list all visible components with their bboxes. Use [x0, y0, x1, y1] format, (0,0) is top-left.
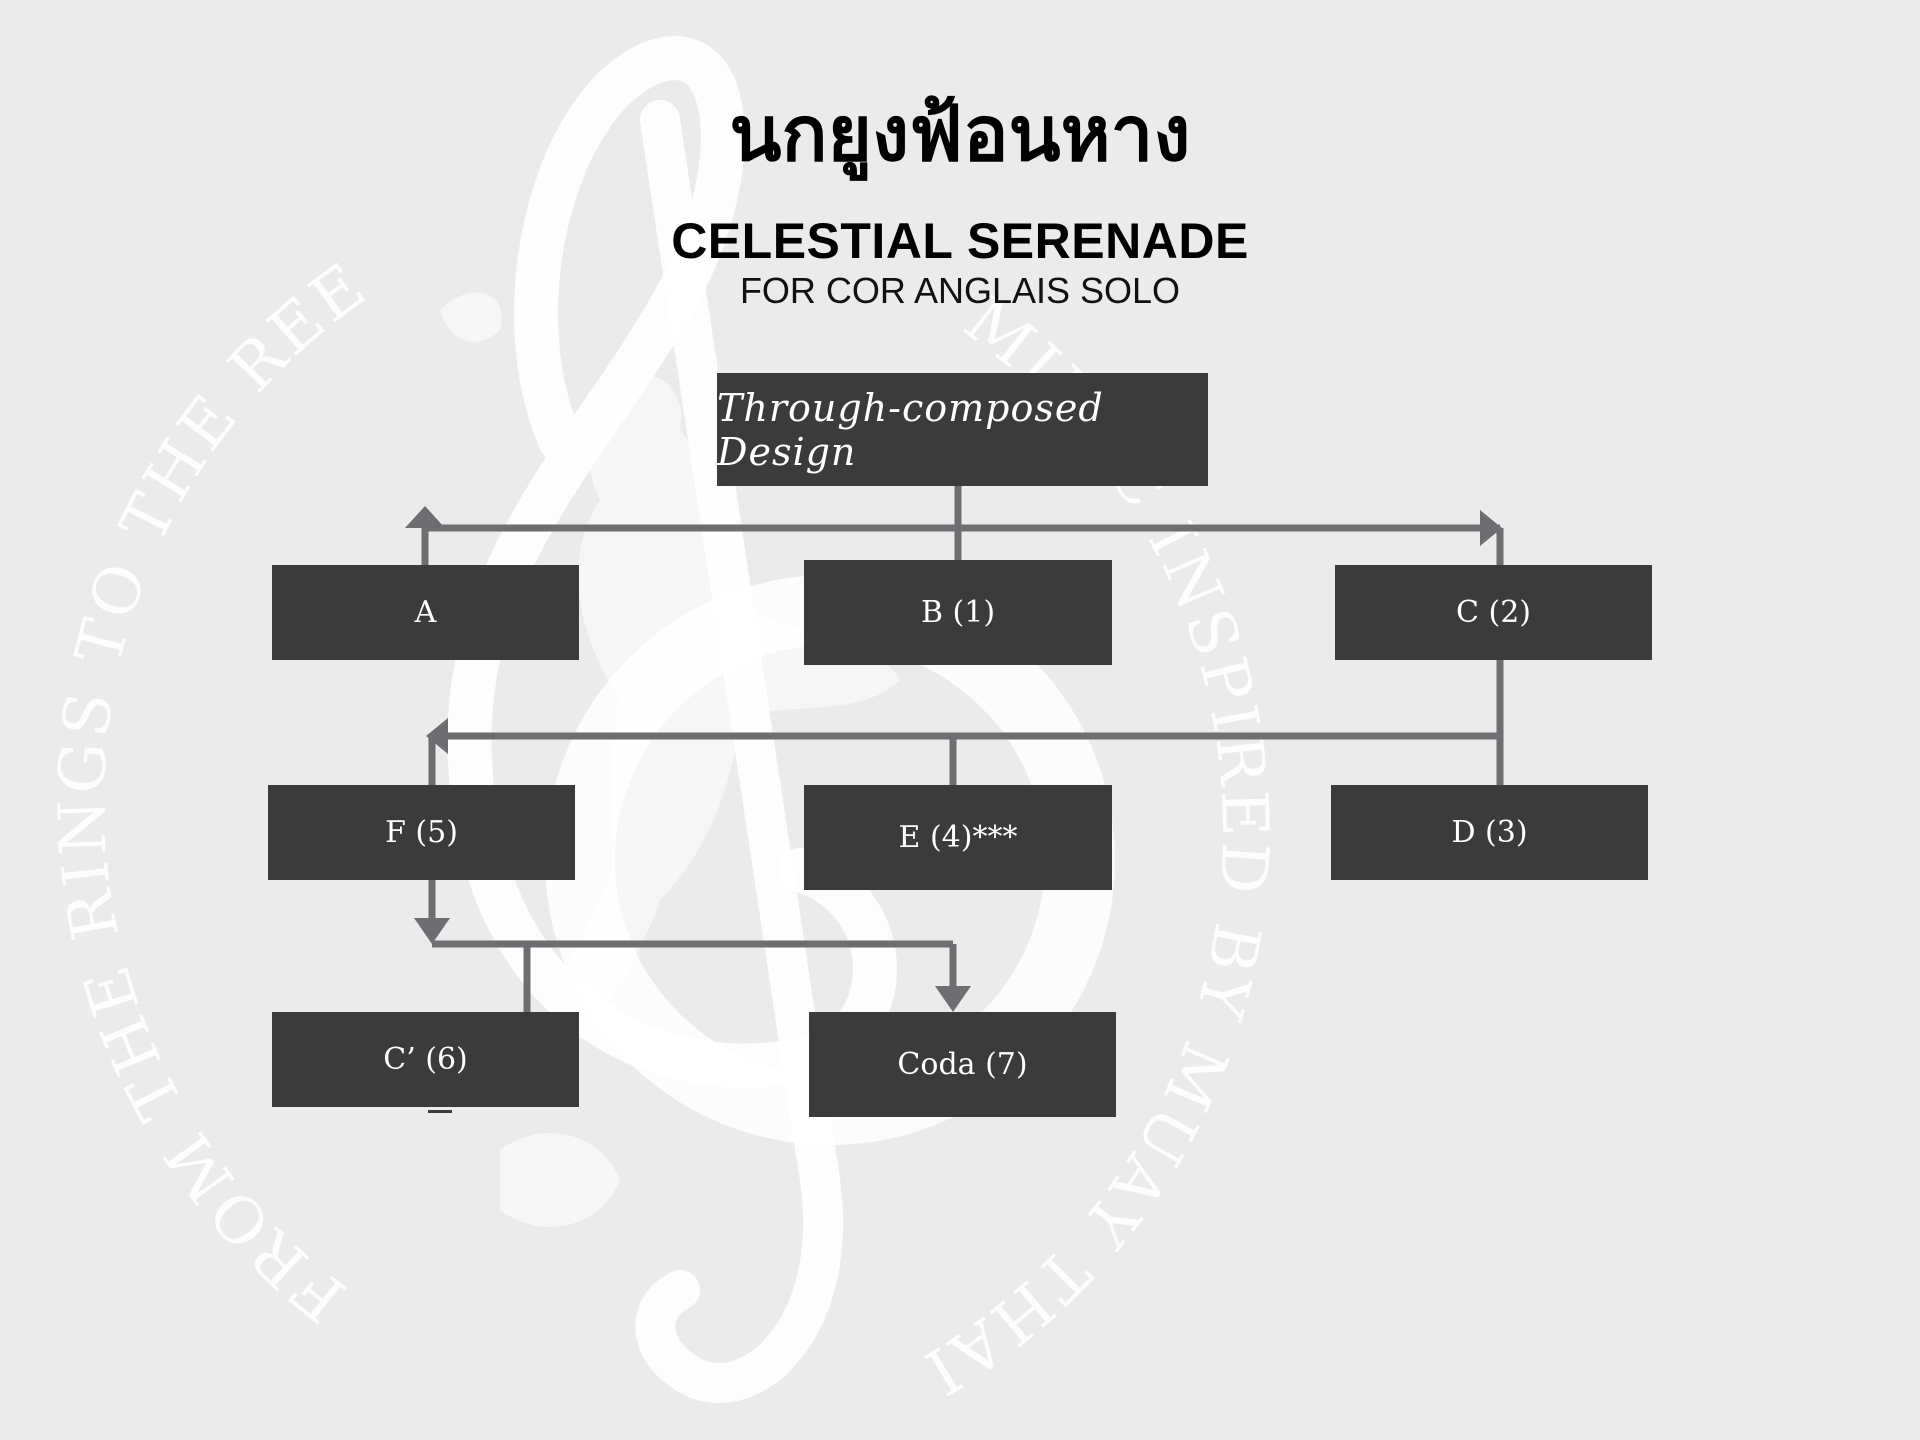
arrow-up-icon [405, 506, 445, 528]
node-c: C (2) [1335, 565, 1652, 660]
node-d: D (3) [1331, 785, 1648, 880]
node-a: A [272, 565, 579, 660]
underline-mark [428, 1110, 452, 1113]
node-c-prime: C’ (6) [272, 1012, 579, 1107]
node-coda: Coda (7) [809, 1012, 1116, 1117]
root-node: Through-composed Design [717, 373, 1208, 486]
arrow-down-coda-icon [935, 986, 971, 1012]
arrow-down-icon [414, 918, 450, 944]
node-b: B (1) [804, 560, 1112, 665]
node-e: E (4)*** [804, 785, 1112, 890]
node-f: F (5) [268, 785, 575, 880]
